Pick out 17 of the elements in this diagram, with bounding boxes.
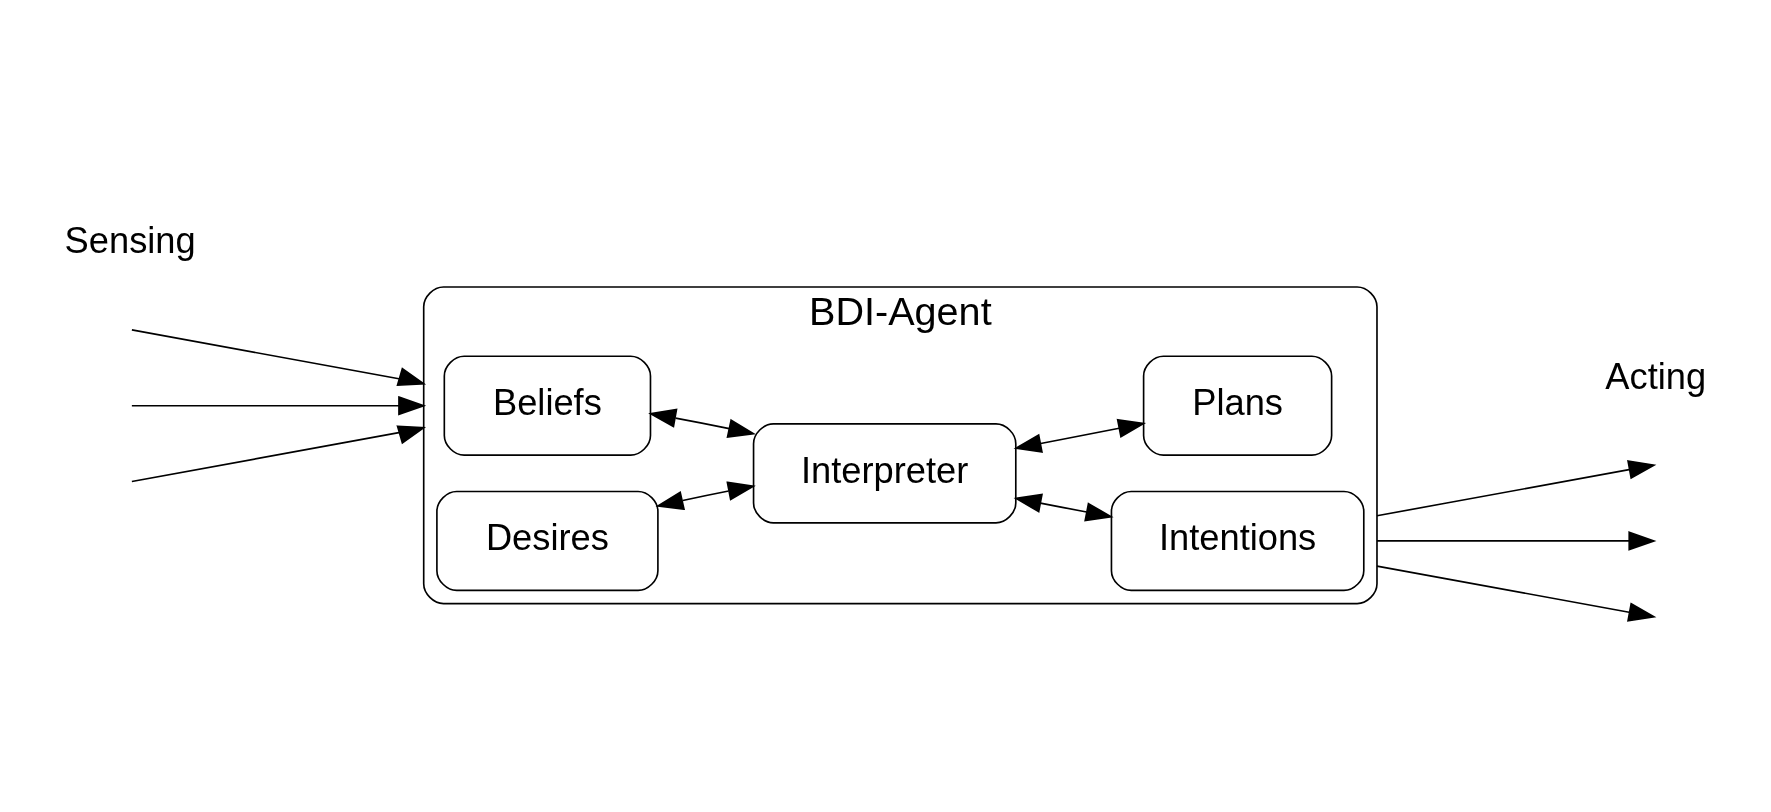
node-box: Plans (1142, 355, 1333, 456)
arrow (648, 408, 756, 439)
label: Acting (1605, 355, 1707, 397)
arrow (1376, 460, 1657, 517)
node-box: Beliefs (443, 355, 652, 456)
arrow (1376, 531, 1657, 551)
node-box: Interpreter (752, 423, 1017, 524)
arrow (131, 395, 427, 416)
arrow (1376, 565, 1657, 622)
node-box: Intentions (1110, 490, 1365, 592)
arrow (655, 481, 756, 511)
arrow (131, 329, 427, 387)
arrow (1013, 418, 1147, 454)
arrow (1013, 493, 1114, 522)
arrow (131, 425, 427, 483)
label: Sensing (64, 220, 196, 262)
node-box: Desires (436, 490, 659, 592)
